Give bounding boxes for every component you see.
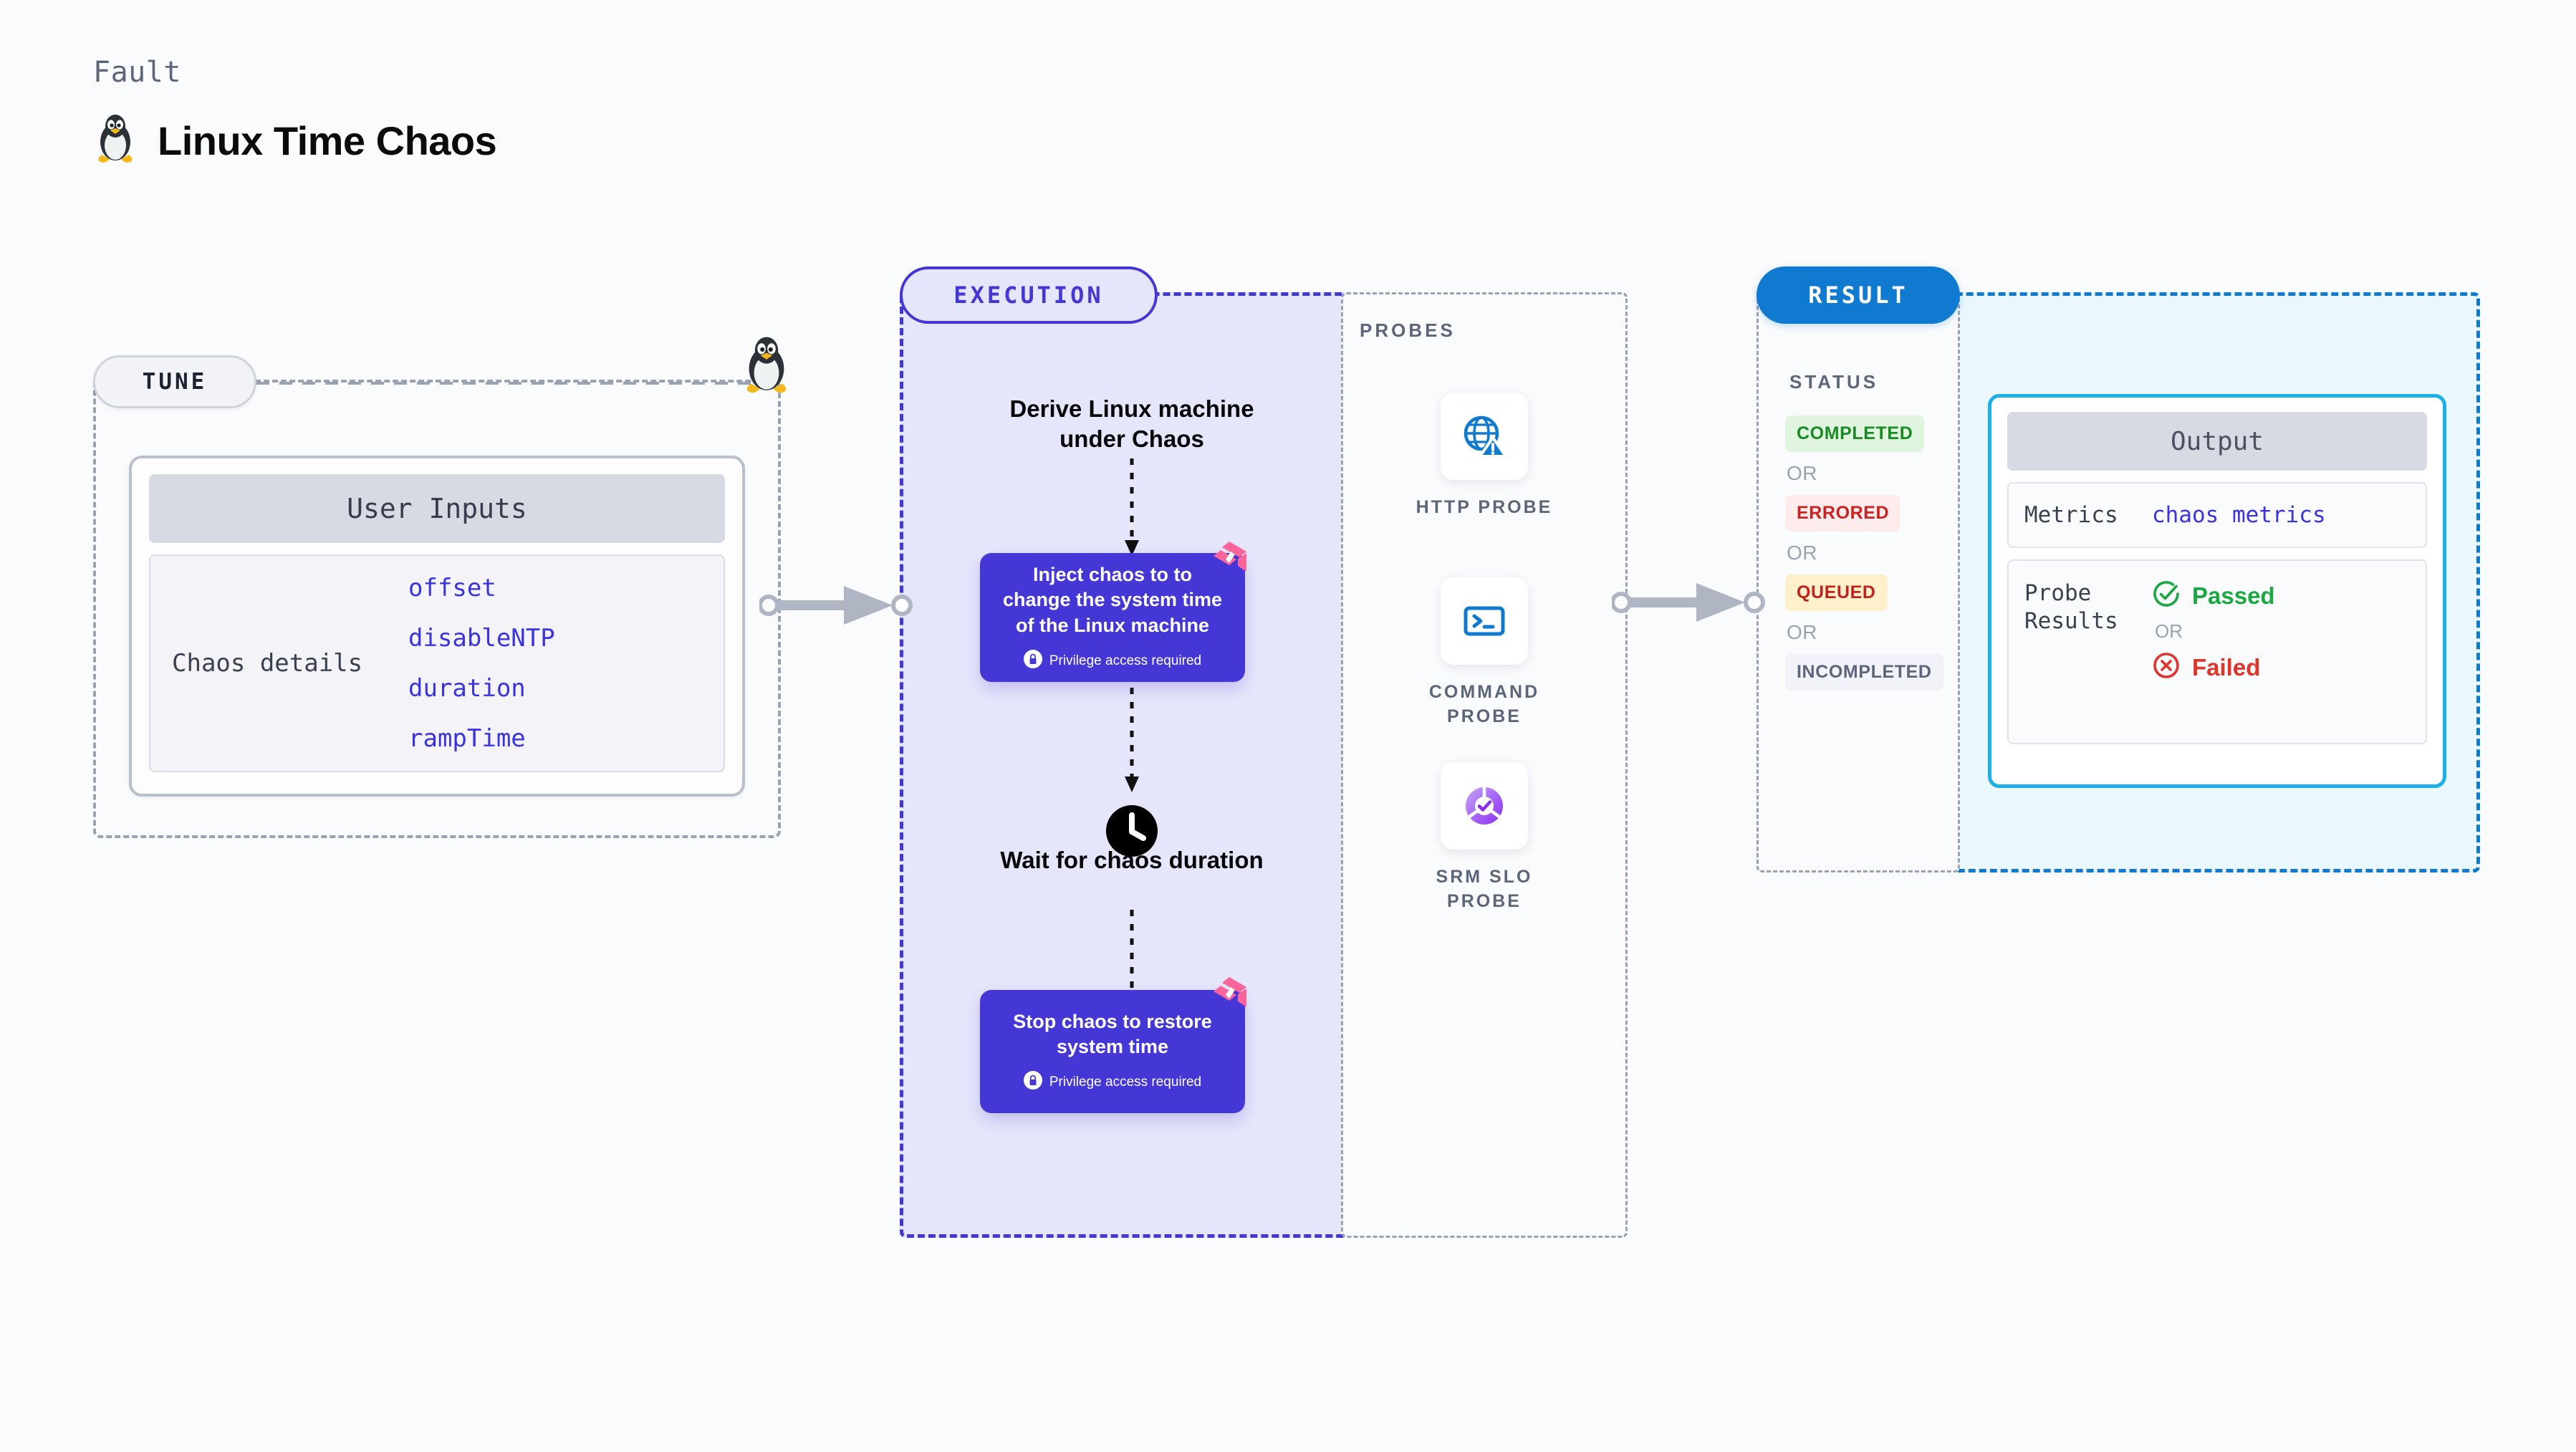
probe-srm-slo-label: SRM SLO PROBE: [1436, 867, 1533, 911]
output-probe-results-row: Probe Results Passed OR: [2007, 559, 2427, 744]
status-or-2: OR: [1787, 542, 1817, 564]
status-or-1: OR: [1787, 462, 1817, 484]
input-ramptime[interactable]: rampTime: [408, 724, 526, 753]
status-badge-completed: COMPLETED: [1785, 415, 1925, 452]
chaos-details-row: Chaos details offset disableNTP duration…: [149, 554, 725, 772]
output-probe-results-values: Passed OR Failed: [2152, 580, 2275, 743]
flow-arrow-2: [1125, 688, 1139, 792]
output-card: Output Metrics chaos metrics Probe Resul…: [1988, 394, 2446, 788]
output-metrics-value[interactable]: chaos metrics: [2152, 502, 2326, 528]
tune-to-execution-arrow: [759, 586, 913, 625]
x-circle-icon: [2152, 651, 2181, 683]
status-badge-errored: ERRORED: [1785, 495, 1901, 532]
execution-section-pill[interactable]: EXECUTION: [900, 266, 1158, 324]
input-duration[interactable]: duration: [408, 674, 526, 703]
chaos-details-label: Chaos details: [172, 649, 363, 678]
status-badge-incompleted: INCOMPLETED: [1785, 654, 1943, 691]
status-or-3: OR: [1787, 621, 1817, 643]
user-inputs-title: User Inputs: [149, 474, 725, 543]
probe-failed-label: Failed: [2192, 653, 2261, 681]
inject-chaos-text: Inject chaos to to change the system tim…: [1002, 564, 1223, 636]
inject-chaos-box[interactable]: Inject chaos to to change the system tim…: [980, 553, 1245, 682]
page-kicker: Fault: [93, 56, 181, 89]
probe-http[interactable]: HTTP PROBE: [1405, 393, 1563, 520]
probes-section-label: PROBES: [1360, 319, 1456, 341]
terminal-icon: [1441, 577, 1528, 665]
page-title: Linux Time Chaos: [158, 118, 497, 163]
execution-to-result-arrow: [1612, 583, 1765, 622]
linux-tux-icon: [741, 335, 792, 399]
output-probe-results-key: Probe Results: [2024, 580, 2118, 634]
probe-command-label: COMMAND PROBE: [1428, 682, 1540, 726]
stop-privilege-note: Privilege access required: [1023, 1071, 1202, 1094]
check-circle-icon: [2152, 580, 2181, 612]
execution-step-title: Derive Linux machine under Chaos: [1009, 395, 1254, 453]
probe-result-or: OR: [2155, 620, 2183, 642]
probe-http-label: HTTP PROBE: [1416, 497, 1553, 517]
probe-command[interactable]: COMMAND PROBE: [1405, 577, 1563, 729]
harness-logo-icon: [1208, 973, 1251, 1019]
input-offset[interactable]: offset: [408, 574, 496, 602]
chaos-details-values: offset disableNTP duration rampTime: [408, 574, 555, 753]
probe-passed-label: Passed: [2192, 582, 2275, 609]
wait-step-title: Wait for chaos duration: [1000, 847, 1264, 873]
harness-logo-icon: [1208, 537, 1251, 584]
stop-chaos-text: Stop chaos to restore system time: [1013, 1010, 1212, 1057]
lock-icon: [1023, 1071, 1042, 1094]
result-section-pill[interactable]: RESULT: [1756, 266, 1960, 324]
stop-privilege-label: Privilege access required: [1049, 1074, 1202, 1090]
clock-icon: [1097, 797, 1166, 869]
linux-tux-icon: [93, 113, 138, 168]
output-title: Output: [2007, 412, 2427, 471]
globe-warning-icon: [1441, 393, 1528, 480]
inject-privilege-label: Privilege access required: [1049, 653, 1202, 668]
result-status-label: STATUS: [1789, 371, 1879, 393]
output-metrics-key: Metrics: [2024, 501, 2118, 528]
page-header: Linux Time Chaos: [93, 113, 497, 168]
inject-privilege-note: Privilege access required: [1023, 649, 1202, 673]
tune-pill-connector: [256, 382, 758, 385]
status-badge-queued: QUEUED: [1785, 574, 1888, 611]
lock-icon: [1023, 649, 1042, 673]
result-status-list: COMPLETED OR ERRORED OR QUEUED OR INCOMP…: [1785, 415, 1971, 691]
slo-donut-check-icon: [1441, 762, 1528, 850]
probe-srm-slo[interactable]: SRM SLO PROBE: [1405, 762, 1563, 914]
tune-section-pill[interactable]: TUNE: [93, 355, 256, 408]
probe-result-passed: Passed: [2152, 580, 2275, 612]
user-inputs-card: User Inputs Chaos details offset disable…: [129, 456, 745, 797]
probe-result-failed: Failed: [2152, 651, 2275, 683]
output-metrics-row: Metrics chaos metrics: [2007, 482, 2427, 548]
input-disablentp[interactable]: disableNTP: [408, 624, 555, 653]
flow-arrow-1: [1125, 458, 1139, 556]
stop-chaos-box[interactable]: Stop chaos to restore system time Privil…: [980, 990, 1245, 1113]
